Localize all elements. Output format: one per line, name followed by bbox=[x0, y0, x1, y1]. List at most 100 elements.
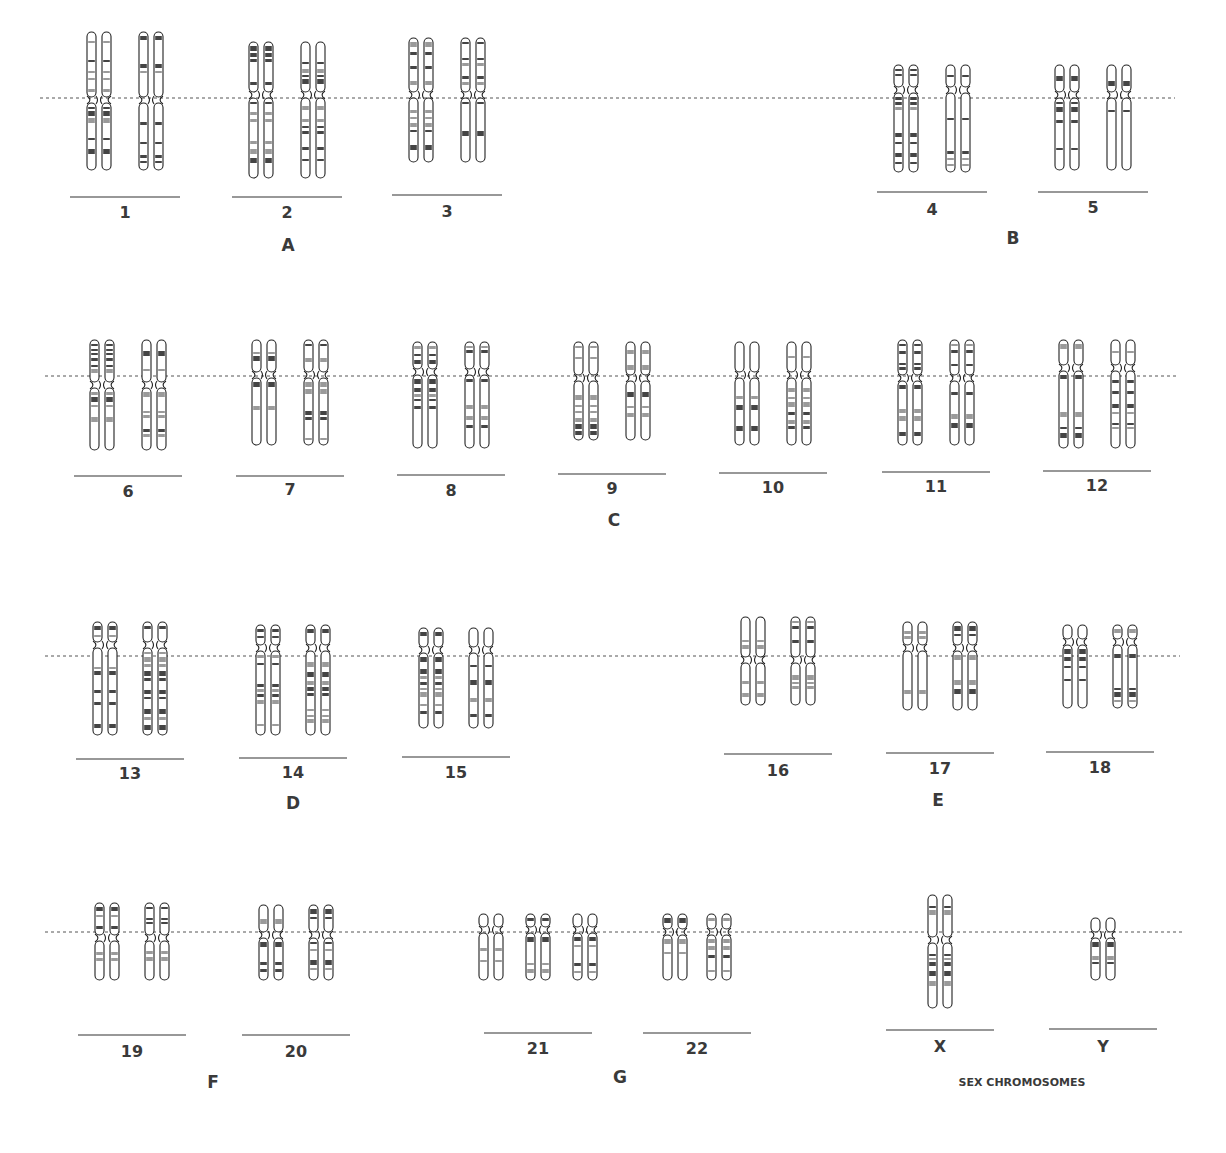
chromosome-band bbox=[103, 111, 110, 116]
chromatid-arm bbox=[105, 388, 114, 450]
chromosome-band bbox=[429, 360, 436, 364]
chromosome-band bbox=[527, 963, 534, 965]
chromosome-band bbox=[480, 948, 487, 951]
chromosome-band bbox=[788, 426, 795, 429]
chromosome-number: 14 bbox=[282, 765, 304, 781]
chromatid-arm bbox=[434, 628, 443, 647]
chromosome-band bbox=[495, 960, 502, 962]
group-underline bbox=[877, 191, 987, 192]
chromosome-band bbox=[88, 118, 95, 123]
chromosome-band bbox=[574, 937, 581, 941]
centromere bbox=[805, 656, 807, 664]
chromatid-arm bbox=[1091, 938, 1100, 980]
chromosome-band bbox=[253, 352, 260, 354]
centromere bbox=[475, 91, 477, 99]
chromosome-band bbox=[1079, 679, 1086, 681]
chromatid-arm bbox=[965, 381, 974, 445]
centromere bbox=[971, 374, 974, 382]
chromatid-arm bbox=[476, 98, 485, 162]
centromere bbox=[461, 91, 464, 99]
centromere bbox=[1080, 364, 1083, 372]
chromosome-band bbox=[310, 960, 317, 965]
chromosome-band bbox=[325, 968, 332, 970]
chromosome-band bbox=[91, 358, 98, 361]
chromosome bbox=[1063, 625, 1087, 708]
chromosome-band bbox=[723, 970, 730, 972]
chromosome-band bbox=[103, 89, 110, 92]
chromosome-band bbox=[470, 714, 477, 717]
centromere bbox=[500, 926, 503, 934]
chromatid-arm bbox=[110, 941, 119, 980]
chromosome-band bbox=[966, 344, 973, 346]
centromere bbox=[486, 368, 489, 376]
chromosome-band bbox=[425, 117, 432, 119]
chromatid-arm bbox=[301, 42, 310, 92]
chromatid-arm bbox=[741, 663, 750, 705]
chromosome-band bbox=[159, 652, 166, 654]
group-underline bbox=[74, 475, 182, 476]
chromatid-arm bbox=[1126, 371, 1135, 448]
chromosome-band bbox=[1092, 956, 1099, 960]
chromosome-band bbox=[257, 636, 264, 638]
chromosome-band bbox=[1127, 351, 1134, 353]
chromosome-band bbox=[1129, 654, 1136, 658]
chromosome-band bbox=[302, 131, 309, 134]
chromosome-band bbox=[88, 41, 95, 43]
chromosome-band bbox=[420, 704, 427, 706]
chromosome-band bbox=[144, 678, 151, 681]
centromere bbox=[583, 374, 585, 382]
chromosome-band bbox=[310, 942, 317, 944]
chromosome-band bbox=[96, 958, 103, 961]
chromatid-arm bbox=[95, 941, 104, 980]
chromosome-number: 20 bbox=[285, 1044, 307, 1060]
chromosome-band bbox=[275, 969, 282, 972]
chromosome bbox=[309, 905, 333, 980]
chromosome bbox=[1091, 918, 1115, 980]
chromosome-band bbox=[320, 411, 327, 415]
centromere bbox=[104, 381, 106, 389]
chromosome-band bbox=[435, 657, 442, 662]
chromosome-band bbox=[466, 346, 473, 348]
chromosome bbox=[735, 342, 759, 445]
chromosome-band bbox=[250, 149, 257, 154]
chromosome-band bbox=[250, 53, 257, 57]
chromosome-band bbox=[111, 926, 118, 929]
chromosome-band bbox=[899, 363, 906, 365]
chromatid-arm bbox=[304, 378, 313, 445]
chromatid-arm bbox=[476, 38, 485, 92]
chromosome-band bbox=[143, 351, 150, 356]
chromosome bbox=[741, 617, 765, 705]
chromosome-band bbox=[268, 382, 275, 387]
chromosome-band bbox=[307, 681, 314, 685]
centromere bbox=[111, 381, 114, 389]
chromosome-band bbox=[144, 664, 151, 667]
chromatid-arm bbox=[1091, 918, 1100, 932]
chromosome-band bbox=[589, 945, 596, 947]
centromere bbox=[249, 91, 252, 99]
chromosome-band bbox=[425, 123, 432, 127]
chromosome-band bbox=[435, 688, 442, 690]
chromosome-band bbox=[1075, 433, 1082, 438]
chromosome-band bbox=[1060, 427, 1067, 429]
centromere bbox=[1059, 364, 1062, 372]
chromosome-band bbox=[305, 358, 312, 362]
chromosome-band bbox=[302, 69, 309, 73]
chromatid-arm bbox=[154, 32, 163, 97]
chromosome-band bbox=[1112, 423, 1119, 425]
chromosome-band bbox=[159, 725, 166, 730]
chromatid-arm bbox=[108, 622, 117, 642]
chromosome bbox=[413, 342, 437, 448]
chromatid-arm bbox=[143, 622, 152, 642]
chromosome-band bbox=[155, 155, 162, 158]
chromatid-arm bbox=[461, 38, 470, 92]
centromere bbox=[1069, 91, 1071, 99]
chromosome-band bbox=[462, 76, 469, 79]
group-underline bbox=[402, 756, 510, 757]
centromere bbox=[104, 934, 106, 942]
centromere bbox=[912, 374, 914, 382]
chromosome-band bbox=[106, 353, 113, 355]
chromosome-band bbox=[914, 344, 921, 346]
chromosome-band bbox=[265, 112, 272, 115]
chromatid-arm bbox=[1122, 98, 1131, 170]
centromere bbox=[261, 371, 263, 379]
